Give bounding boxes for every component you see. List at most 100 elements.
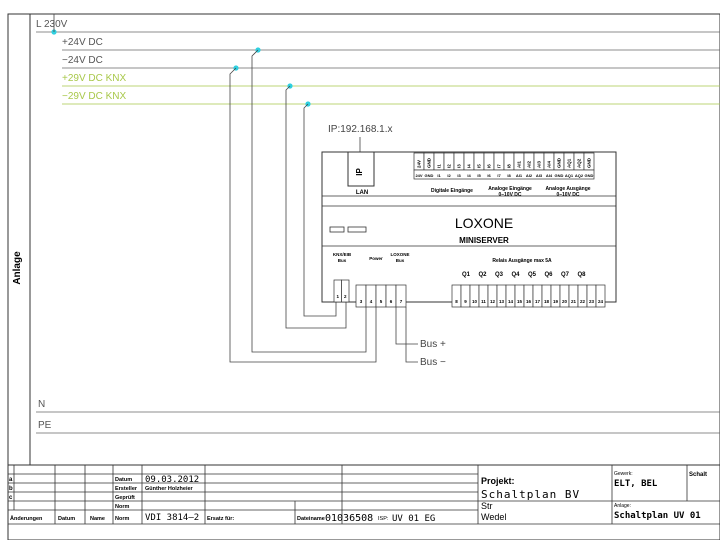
rail-label-l230: L 230V	[36, 19, 68, 30]
top-terminal-number: I7	[497, 173, 501, 178]
brand-name: LOXONE	[455, 215, 513, 231]
rail-label-pe: PE	[38, 420, 52, 431]
tb-schalt-label: Schalt	[689, 472, 707, 478]
top-terminal-number: I4	[467, 173, 471, 178]
tb-dateiname-label: Dateiname	[297, 516, 325, 522]
wire-p24	[251, 49, 367, 353]
rail-label-m24: −24V DC	[62, 55, 103, 66]
tb-dateiname-value: 01036508	[325, 513, 373, 524]
tb-ersteller-value: Günther Holzheier	[145, 486, 194, 492]
bottom-terminal-label: 1	[336, 294, 339, 299]
rail-label-m29: −29V DC KNX	[62, 91, 127, 102]
tb-aenderungen-label: Änderungen	[10, 515, 43, 522]
bottom-terminal-label: 18	[544, 299, 550, 304]
top-terminal-label: I7	[497, 164, 502, 168]
led-slot-1	[329, 226, 345, 233]
bottom-terminal-label: 24	[598, 299, 604, 304]
tb-row-b: b	[9, 486, 13, 492]
tb-isp-value: UV 01 EG	[392, 514, 435, 524]
bottom-terminal	[395, 284, 407, 308]
tb-norm-col: Norm	[115, 516, 129, 522]
bus-plus-label: Bus +	[420, 339, 446, 350]
model-name: MINISERVER	[459, 236, 509, 245]
top-terminal-label: I4	[467, 164, 472, 168]
wire-p29	[285, 85, 347, 329]
bottom-terminal	[595, 284, 606, 308]
top-terminal-number: AI4	[546, 173, 553, 178]
feed-wires	[53, 14, 418, 363]
side-label: Anlage	[12, 251, 23, 285]
lan-label: LAN	[356, 190, 368, 196]
tb-anlage-label: Anlage:	[614, 503, 631, 509]
relay-label: Q4	[511, 272, 520, 278]
top-terminal-number: 24V	[415, 173, 422, 178]
bottom-terminal-label: 22	[580, 299, 586, 304]
bottom-terminal-label: 4	[370, 299, 373, 304]
analog-inputs-range: 0–10V DC	[498, 192, 521, 198]
tb-datum-value: 09.03.2012	[145, 475, 199, 485]
top-terminal-number: I8	[507, 173, 511, 178]
top-terminal-label: I2	[447, 164, 452, 168]
bottom-terminal-label: 23	[589, 299, 595, 304]
relay-title: Relais Ausgänge max 5A	[492, 258, 552, 264]
top-terminal-number: GND	[555, 173, 564, 178]
top-terminal-number: GND	[585, 173, 594, 178]
wire-m29	[303, 103, 337, 317]
loxone-bus-label-2: Bus	[396, 258, 405, 263]
wire-bus-minus	[405, 307, 418, 363]
top-terminal-number: I5	[477, 173, 481, 178]
bottom-terminal-label: 12	[490, 299, 496, 304]
bottom-terminal-label: 13	[499, 299, 505, 304]
top-terminal-number: AI3	[536, 173, 543, 178]
tb-norm-label: Norm	[115, 504, 129, 510]
analog-outputs-label: Analoge Ausgänge	[545, 186, 590, 192]
bus-minus-label: Bus −	[420, 357, 446, 368]
lan-port	[347, 151, 375, 187]
relay-label: Q5	[528, 272, 537, 278]
top-terminal-label: AI3	[537, 161, 542, 169]
top-terminal-label: 24V	[417, 160, 422, 168]
relay-label: Q7	[561, 272, 570, 278]
tb-datum-col: Datum	[58, 516, 75, 522]
bottom-terminal-label: 6	[390, 299, 393, 304]
tb-ersteller-label: Ersteller	[115, 486, 138, 492]
loxone-bus-label: LOXONE	[390, 252, 409, 257]
bottom-terminal-label: 15	[517, 299, 523, 304]
tb-str: Str	[481, 501, 493, 511]
rail-label-n: N	[38, 399, 45, 410]
tb-projekt-label: Projekt:	[481, 476, 515, 486]
rail-label-p29: +29V DC KNX	[62, 73, 127, 84]
sheet-frame	[7, 13, 720, 540]
tb-isp-label: ISP:	[378, 516, 389, 522]
top-terminal-label: I1	[437, 164, 442, 168]
top-terminal-number: AQ2	[575, 173, 584, 178]
tb-ort: Wedel	[481, 512, 506, 522]
bottom-terminal-label: 2	[344, 294, 347, 299]
relay-label: Q1	[462, 272, 471, 278]
top-terminal-label: AQ1	[567, 158, 572, 168]
top-terminal-label: I8	[507, 164, 512, 168]
power-label: Power	[369, 256, 383, 261]
bottom-terminal-label: 10	[472, 299, 478, 304]
tb-anlage-value: Schaltplan UV 01	[614, 511, 701, 521]
ip-address-label: IP:192.168.1.x	[328, 124, 393, 135]
top-terminal-number: I1	[437, 173, 441, 178]
relay-label: Q2	[478, 272, 487, 278]
analog-outputs-range: 0–10V DC	[556, 192, 579, 198]
top-terminal-number: I2	[447, 173, 451, 178]
top-terminal-label: GND	[557, 157, 562, 168]
top-terminal-number: AI2	[526, 173, 533, 178]
tb-datum-label: Datum	[115, 477, 132, 483]
top-terminal-number: I6	[487, 173, 491, 178]
bottom-terminal-label: 9	[464, 299, 467, 304]
bottom-terminal-label: 3	[360, 299, 363, 304]
analog-inputs-label: Analoge Eingänge	[488, 186, 532, 192]
top-terminal-label: AQ2	[577, 158, 582, 168]
knx-bus-label: KNX/EIB	[333, 252, 352, 257]
knx-bus-label-2: Bus	[338, 258, 347, 263]
relay-label: Q6	[544, 272, 553, 278]
